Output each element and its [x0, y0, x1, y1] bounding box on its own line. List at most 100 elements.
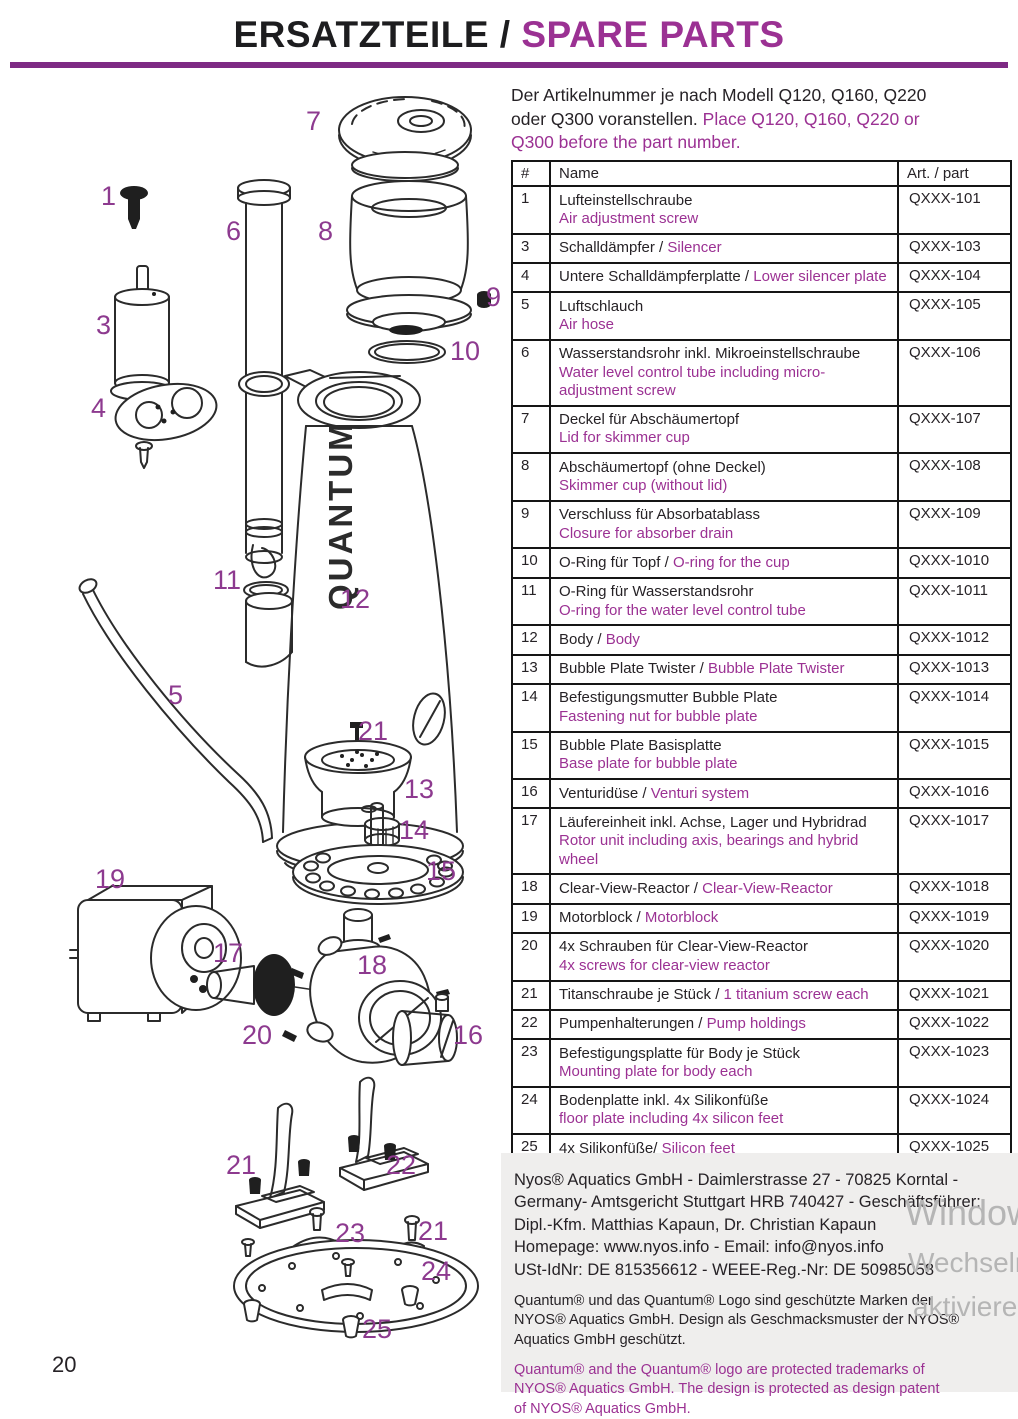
part-label-22: 22	[386, 1150, 417, 1180]
diagram-titanium-screw	[350, 722, 363, 754]
part-name-de: Clear-View-Reactor /	[559, 879, 698, 897]
col-header-name: Name	[549, 160, 899, 187]
part-name-de: 4x Schrauben für Clear-View-Reactor	[559, 938, 809, 956]
part-index: 4	[511, 261, 551, 294]
windows-watermark-line1: Windows	[905, 1192, 1018, 1233]
part-name-de: Luftschlauch	[559, 297, 644, 315]
part-name-de: Titanschraube je Stück /	[559, 986, 720, 1003]
part-name: Clear-View-Reactor / Clear-View-Reactor	[549, 873, 899, 905]
diagram-silicon-foot	[342, 1315, 360, 1339]
quantum-logo-text: QUANTUM	[322, 420, 359, 610]
title-separator: /	[489, 14, 522, 55]
diagram-water-level-control-tube	[237, 179, 291, 579]
page-number: 20	[52, 1352, 77, 1377]
diagram-body: QUANTUM	[238, 369, 464, 880]
part-number: QXXX-1013	[897, 653, 1012, 685]
trademark-en: Quantum® and the Quantum® logo are prote…	[514, 1362, 940, 1417]
part-index: 19	[511, 902, 551, 934]
part-name: Motorblock / Motorblock	[549, 902, 899, 934]
part-name: Wasserstandsrohr inkl. Mikroeinstellschr…	[549, 338, 899, 407]
part-name-en: Air adjustment screw	[559, 209, 699, 227]
part-name: Schalldämpfer / Silencer	[549, 232, 899, 264]
part-index: 21	[511, 979, 551, 1011]
part-name-de: Body /	[559, 630, 602, 648]
title-rule	[10, 62, 1008, 68]
part-name: Untere Schalldämpferplatte / Lower silen…	[549, 261, 899, 294]
company-line: Dipl.-Kfm. Matthias Kapaun, Dr. Christia…	[514, 1215, 877, 1234]
part-number: QXXX-108	[897, 452, 1012, 502]
part-label-8: 8	[318, 216, 334, 246]
part-name-en: 1 titanium screw each	[723, 986, 869, 1003]
part-name-de: O-Ring für Wasserstandsrohr	[559, 583, 754, 601]
part-index: 1	[511, 185, 551, 235]
part-number: QXXX-1011	[897, 576, 1012, 627]
diagram-absorber-drain-closure	[477, 291, 491, 308]
part-name-en: Silicon feet	[661, 1139, 735, 1157]
part-label-6: 6	[226, 216, 242, 246]
part-label-1: 1	[101, 181, 117, 211]
part-name-de: Motorblock /	[559, 909, 641, 927]
part-index: 14	[511, 682, 551, 733]
company-info: Nyos® Aquatics GmbH - Daimlerstrasse 27 …	[514, 1169, 1010, 1281]
part-index: 12	[511, 624, 551, 656]
part-name-en: Silencer	[667, 239, 722, 257]
part-name-en: floor plate including 4x silicon feet	[559, 1110, 784, 1128]
diagram-clear-view-reactor	[282, 908, 450, 1064]
part-index: 5	[511, 291, 551, 341]
part-label-4: 4	[91, 393, 107, 423]
part-number: QXXX-103	[897, 232, 1012, 264]
part-index: 24	[511, 1085, 551, 1136]
part-name-en: Air hose	[559, 315, 615, 333]
part-name-en: Clear-View-Reactor	[702, 879, 833, 897]
part-number: QXXX-101	[897, 185, 1012, 235]
part-index: 20	[511, 931, 551, 982]
part-name-en: Closure for absorber drain	[559, 524, 734, 542]
exploded-diagram-svg: QUANTUM	[69, 96, 491, 1339]
diagram-motorblock	[69, 885, 242, 1022]
diagram-bubble-plate-twister	[304, 740, 412, 827]
part-label-21: 21	[358, 716, 389, 746]
part-name-de: Untere Schalldämpferplatte /	[559, 268, 750, 286]
part-name-de: Pumpenhalterungen /	[559, 1015, 703, 1033]
part-name-de: Venturidüse /	[559, 784, 647, 802]
intro-line: Q300 before the part number.	[511, 131, 1018, 155]
windows-watermark-line3: aktivieren	[913, 1291, 1018, 1322]
part-name-de: Lufteinstellschraube	[559, 191, 693, 209]
part-number: QXXX-1012	[897, 624, 1012, 656]
part-label-13: 13	[404, 774, 435, 804]
diagram-oring-cup	[368, 340, 446, 364]
part-label-10: 10	[450, 336, 481, 366]
company-line: USt-IdNr: DE 815356612 - WEEE-Reg.-Nr: D…	[514, 1260, 935, 1279]
part-label-20: 20	[242, 1020, 273, 1050]
part-number: QXXX-106	[897, 338, 1012, 407]
intro-de-2: oder Q300 voranstellen.	[511, 108, 703, 129]
company-line: Germany- Amtsgericht Stuttgart HRB 74042…	[514, 1193, 981, 1212]
part-name-de: Bubble Plate Twister /	[559, 660, 704, 678]
part-label-5: 5	[168, 680, 184, 710]
diagram-base-plate	[292, 802, 464, 905]
diagram-air-adjustment-screw	[120, 186, 148, 229]
trademark-de: Quantum® und das Quantum® Logo sind gesc…	[514, 1293, 960, 1348]
part-index: 16	[511, 778, 551, 810]
company-line: Homepage: www.nyos.info - Email: info@ny…	[514, 1238, 884, 1257]
part-label-12: 12	[340, 584, 371, 614]
part-label-21: 21	[418, 1216, 449, 1246]
part-label-7: 7	[306, 106, 322, 136]
part-name-en: Base plate for bubble plate	[559, 755, 738, 773]
part-label-23: 23	[335, 1218, 366, 1248]
